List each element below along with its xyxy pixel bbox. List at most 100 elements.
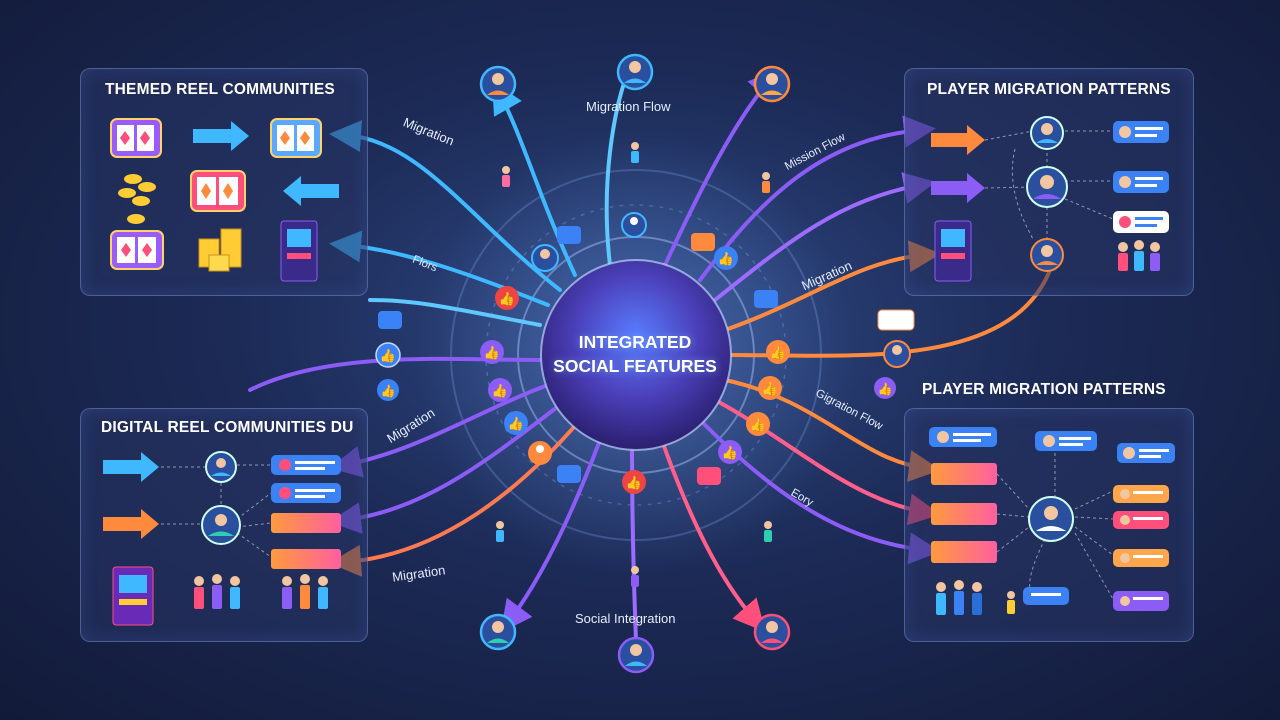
hub-title-line1: INTEGRATED: [578, 332, 692, 352]
thumbs-up-icon: 👍: [375, 342, 401, 368]
walking-person-icon: [762, 172, 770, 193]
walking-people-icon: [1118, 240, 1160, 271]
walking-person-icon: [496, 521, 504, 542]
chat-bubble-icon: [754, 290, 778, 308]
slot-machine-icon: [190, 170, 246, 212]
slot-machine-icon: [110, 230, 164, 270]
chat-bubble-icon: [378, 311, 402, 329]
badges: 👍 👍 👍 👍 👍 👍 👍 👍 👍 👍 👍 👍 👍: [375, 226, 915, 494]
svg-text:👍: 👍: [492, 383, 508, 398]
flow-line-orange-1: [723, 240, 941, 332]
user-avatar-icon: [753, 613, 791, 651]
user-avatar-icon: [617, 636, 655, 674]
arrow-right-icon: [931, 173, 985, 203]
arcade-cabinet-icon: [934, 220, 972, 282]
user-avatar-icon: [528, 441, 552, 465]
flow-line-purple-8: [500, 438, 602, 633]
slot-machine-icon: [110, 118, 162, 158]
walking-people: [496, 142, 772, 587]
svg-text:👍: 👍: [499, 291, 515, 306]
thumbs-up-icon: 👍: [746, 412, 770, 436]
panel-digital-reel-communities: DIGITAL REEL COMMUNITIES DU: [80, 408, 368, 642]
flow-line-purple-1: [663, 67, 781, 267]
arrow-right-icon: [103, 509, 159, 539]
panel-graphics: [110, 118, 339, 282]
flow-line-blue-3: [368, 298, 542, 327]
coin-stack-icon: [198, 228, 242, 272]
chat-bubble-icon: [557, 465, 581, 483]
arrow-right-icon: [103, 452, 159, 482]
hub-circle[interactable]: [540, 259, 732, 451]
arrow-right-icon: [193, 121, 249, 151]
walking-person-icon: [502, 166, 510, 187]
svg-text:👍: 👍: [762, 381, 778, 396]
chat-bubble-icon: [1113, 211, 1169, 233]
svg-text:👍: 👍: [878, 382, 893, 396]
panel-title-bottom-right: PLAYER MIGRATION PATTERNS: [922, 381, 1166, 398]
panel-player-migration-patterns-top: PLAYER MIGRATION PATTERNS: [904, 68, 1194, 296]
user-avatar-icon: [1026, 166, 1068, 208]
svg-text:👍: 👍: [750, 417, 766, 432]
avatars: [479, 53, 911, 674]
user-avatar-icon: [1028, 496, 1074, 542]
user-avatar-icon: [205, 451, 237, 483]
chat-bubble-icon: [1113, 171, 1169, 193]
walking-person-icon: [631, 566, 639, 587]
arrow-right-icon: [931, 125, 985, 155]
panel-graphics: [929, 427, 1175, 615]
flow-line-blue-1: [329, 120, 562, 292]
svg-text:👍: 👍: [380, 348, 396, 363]
user-avatar-icon: [1030, 238, 1064, 272]
hub-title[interactable]: INTEGRATED SOCIAL FEATURES: [530, 330, 740, 378]
panel-themed-reel-communities: THEMED REEL COMMUNITIES: [80, 68, 368, 296]
thumbs-up-icon: 👍: [874, 377, 896, 399]
flow-line-blue-5: [604, 78, 627, 267]
svg-text:👍: 👍: [484, 345, 500, 360]
thumbs-up-icon: 👍: [480, 340, 504, 364]
user-avatar-icon: [479, 65, 517, 103]
flow-line-purple-6: [329, 383, 550, 478]
thumbs-up-icon: 👍: [495, 286, 519, 310]
walking-people-icon: [936, 580, 1015, 615]
thumbs-up-icon: 👍: [714, 246, 738, 270]
arcade-cabinet-icon: [280, 220, 318, 282]
panel-title: THEMED REEL COMMUNITIES: [105, 81, 335, 98]
thumbs-up-icon: 👍: [718, 440, 742, 464]
flow-line-purple-7: [329, 403, 562, 535]
chat-bubble-icon: [929, 427, 997, 447]
chat-bubble-icon: [1113, 485, 1169, 503]
progress-bar: [271, 513, 341, 533]
coin-stack-icon: [118, 174, 156, 224]
flow-line-orange-4: [329, 418, 582, 577]
chat-bubble-icon: [271, 483, 341, 503]
thumbs-up-icon: 👍: [488, 378, 512, 402]
flow-line-pink-2: [658, 433, 766, 633]
user-avatar-icon: [201, 505, 241, 545]
chat-bubble-icon: [877, 309, 915, 331]
user-avatar-icon: [621, 212, 647, 238]
chat-bubble-icon: [1113, 549, 1169, 567]
user-avatar-icon: [753, 65, 791, 103]
progress-bar: [271, 549, 341, 569]
user-avatar-icon: [883, 340, 911, 368]
walking-person-icon: [631, 142, 639, 163]
panel-graphics: [103, 451, 341, 626]
arrow-left-icon: [283, 176, 339, 206]
flow-line-purple-3: [713, 172, 936, 302]
chat-bubble-icon: [1113, 591, 1169, 611]
flow-line-pink-1: [713, 398, 941, 526]
svg-text:👍: 👍: [626, 475, 642, 490]
chat-bubble-icon: [691, 233, 715, 251]
chat-bubble-icon: [1023, 587, 1069, 605]
flow-line-blue-4: [492, 81, 577, 277]
thumbs-up-icon: 👍: [504, 411, 528, 435]
label-social-integration: Social Integration: [575, 611, 676, 626]
user-avatar-icon: [616, 53, 654, 91]
user-avatar-icon: [479, 613, 517, 651]
thumbs-up-icon: 👍: [622, 470, 646, 494]
user-avatar-icon: [531, 244, 559, 272]
panel-title: PLAYER MIGRATION PATTERNS: [927, 81, 1171, 98]
slot-machine-icon: [270, 118, 322, 158]
panel-player-migration-patterns-bottom: [904, 408, 1194, 642]
